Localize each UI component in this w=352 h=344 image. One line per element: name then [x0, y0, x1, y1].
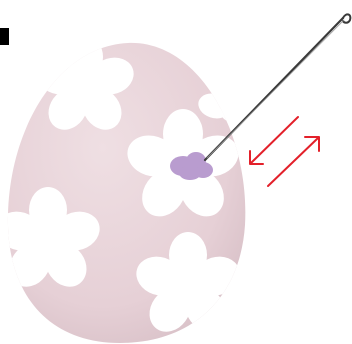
motion-arrows — [250, 117, 319, 186]
arrow-away-from-egg-icon — [268, 138, 318, 186]
arrow-toward-egg-icon — [251, 117, 298, 163]
